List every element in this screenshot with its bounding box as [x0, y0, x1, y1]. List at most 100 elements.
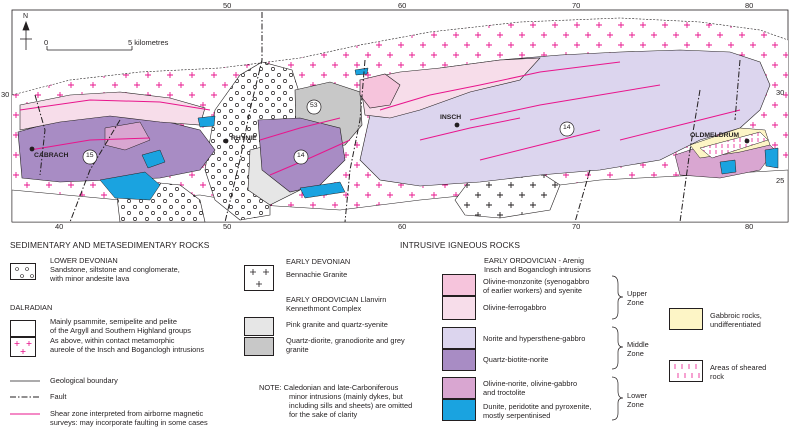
zone-middle-1: Middle	[627, 340, 649, 349]
legend-sandstone-2: with minor andesite lava	[50, 274, 130, 283]
place-markers	[29, 122, 750, 152]
zone-upper-1: Upper	[627, 289, 648, 298]
sheared-oldmeldrum	[699, 131, 769, 159]
legend-psammite-2: of the Argyll and Southern Highland grou…	[50, 326, 191, 335]
legend-psammite-1: Mainly psammite, semipelite and pelite	[50, 317, 177, 326]
legend-norite: Norite and hypersthene-gabbro	[483, 334, 586, 343]
zone-middle-2: Zone	[627, 349, 644, 358]
legend-olivine-norite-1: Olivine-norite, olivine-gabbro	[483, 379, 578, 388]
circled-label: 14	[563, 124, 571, 131]
legend-aureole-1: As above, within contact metamorphic	[50, 336, 175, 345]
place-cabrach: CABRACH	[34, 152, 69, 159]
shear-zones	[19, 61, 741, 176]
swatch-quartz-diorite	[244, 337, 274, 356]
legend-ordovician-1: EARLY ORDOVICIAN Llanvirn	[286, 295, 387, 304]
legend-dalradian: DALRADIAN	[10, 303, 53, 312]
circled-label: 53	[310, 102, 318, 109]
grid-label-bottom: 60	[398, 222, 407, 231]
north-label: N	[23, 13, 29, 20]
swatch-norite	[442, 327, 476, 349]
legend-sheared-1: Areas of sheared	[710, 363, 767, 372]
legend-monzonite-1: Olivine-monzonite (syenogabbro	[483, 277, 590, 286]
geological-map	[11, 9, 789, 223]
grid-label-top: 60	[398, 1, 407, 10]
dunite-6	[764, 147, 779, 169]
legend-qbnorite: Quartz-biotite-norite	[483, 355, 549, 364]
grid-label-right: 30	[776, 88, 785, 97]
swatch-ferrogabbro	[442, 296, 476, 320]
legend-arenig-2: Insch and Boganclogh intrusions	[484, 265, 591, 274]
legend-shear-2: surveys: may incorporate faulting in som…	[50, 418, 208, 427]
olivine-norite-1	[104, 121, 151, 151]
swatch-aureole	[10, 337, 36, 357]
swatch-bennachie	[244, 265, 274, 291]
legend-pink-granite: Pink granite and quartz-syenite	[286, 320, 388, 329]
legend-ferrogabbro: Olivine-ferrogabbro	[483, 303, 547, 312]
grid-label-bottom: 80	[745, 222, 754, 231]
circled-label: 15	[86, 152, 94, 159]
legend-boundary: Geological boundary	[50, 376, 118, 385]
legend-heading-sedimentary: SEDIMENTARY AND METASEDIMENTARY ROCKS	[10, 240, 210, 250]
legend-early-devonian: EARLY DEVONIAN	[286, 257, 351, 266]
legend-note-2: minor intrusions (mainly dykes, but	[289, 392, 403, 401]
legend-dunite-1: Dunite, peridotite and pyroxenite,	[483, 402, 592, 411]
swatch-dunite	[442, 399, 476, 421]
legend-gabbroic-1: Gabbroic rocks,	[710, 311, 762, 320]
zone-lower-1: Lower	[627, 391, 648, 400]
swatch-sandstone	[10, 263, 36, 280]
place-insch: INSCH	[440, 114, 462, 121]
legend-shear-1: Shear zone interpreted from airborne mag…	[50, 409, 204, 418]
dunite-7	[719, 159, 737, 175]
dunite-2	[141, 149, 166, 169]
grid-label-bottom: 70	[572, 222, 581, 231]
grid-label-right: 25	[776, 176, 785, 185]
scale-zero: 0	[44, 38, 49, 47]
dunite-3	[299, 181, 346, 199]
faults	[34, 12, 741, 223]
grid-label-bottom: 50	[223, 222, 232, 231]
legend-note-4: for the sake of clarity	[289, 410, 358, 419]
legend-note-3: including sills and sheets) are omitted	[289, 401, 413, 410]
dunite-5	[354, 67, 369, 76]
legend-sheared-2: rock	[710, 372, 724, 381]
north-arrow-icon	[20, 20, 32, 50]
legend-heading-intrusive: INTRUSIVE IGNEOUS ROCKS	[400, 240, 521, 250]
legend-dunite-2: mostly serpentinised	[483, 411, 551, 420]
legend-bennachie: Bennachie Granite	[286, 270, 348, 279]
legend-fault: Fault	[50, 392, 67, 401]
insch-monzonite	[359, 73, 401, 109]
swatch-psammite	[10, 320, 36, 337]
scale-text: 5 kilometres	[128, 38, 169, 47]
circled-label: 14	[297, 152, 305, 159]
legend-note-1: NOTE: Caledonian and late-Carboniferous	[259, 383, 399, 392]
legend-lower-devonian: LOWER DEVONIAN	[50, 256, 118, 265]
legend-olivine-norite-2: and troctolite	[483, 388, 526, 397]
grid-label-top: 70	[572, 1, 581, 10]
grid-label-top: 50	[223, 1, 232, 10]
legend-gabbroic-2: undifferentiated	[710, 320, 761, 329]
swatch-gabbroic	[669, 308, 703, 330]
zone-upper-2: Zone	[627, 298, 644, 307]
circled-numbers	[82, 99, 575, 165]
legend-sandstone-1: Sandstone, siltstone and conglomerate,	[50, 265, 180, 274]
place-oldmeldrum: OLDMELDRUM	[690, 132, 740, 139]
legend-aureole-2: aureole of the Insch and Boganclogh intr…	[50, 345, 205, 354]
aureole-boundary	[11, 17, 789, 96]
grid-label-bottom: 40	[55, 222, 64, 231]
swatch-qbnorite	[442, 349, 476, 371]
place-rhynie: RHYNIE	[231, 135, 257, 142]
swatch-monzonite	[442, 274, 476, 296]
swatch-sheared	[669, 360, 703, 382]
legend-monzonite-2: of earlier workers) and syenite	[483, 286, 582, 295]
legend-ordovician-2: Kennethmont Complex	[286, 304, 362, 313]
legend-arenig-1: EARLY ORDOVICIAN - Arenig	[484, 256, 584, 265]
swatch-olivine-norite	[442, 377, 476, 399]
legend-quartz-diorite-2: granite	[286, 345, 309, 354]
zone-lower-2: Zone	[627, 400, 644, 409]
dunite-4	[197, 115, 216, 128]
grid-label-top: 80	[745, 1, 754, 10]
scale-bar	[46, 46, 133, 51]
swatch-pink-granite	[244, 317, 274, 336]
dunite-1	[99, 171, 161, 201]
grid-label-left: 30	[1, 90, 10, 99]
